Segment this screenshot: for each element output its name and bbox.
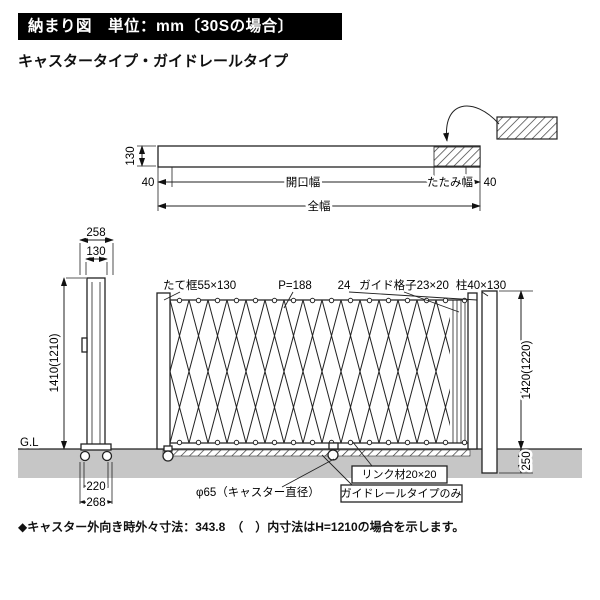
bottom-pivot-row [170,438,468,447]
dim-total-width: 全幅 [308,199,331,213]
dim-front-height: 1420(1220) [521,340,533,399]
plan-gate-bar [157,145,481,168]
plan-folded-detail-box [496,116,558,140]
plan-view: 130 40 開口幅 たたみ幅 40 全幅 [123,105,558,216]
accordion-lattice [170,300,468,443]
label-post: 柱40×130 [456,278,506,292]
dim-bar-height: 130 [125,146,137,165]
fold-reference-arc-arrow [442,105,500,142]
dim-side-height: 1410(1210) [49,333,61,392]
label-caster-diameter: φ65（キャスター直径） [196,485,320,499]
label-guide-rail-only: ガイドレールタイプのみ [341,487,462,500]
dim-left-margin: 40 [142,177,155,189]
side-post [86,277,106,450]
label-guide-grid: ガイド格子23×20 [359,278,449,292]
top-pivot-row [170,296,468,305]
dim-opening-width: 開口幅 [286,176,321,189]
support-post [481,290,498,474]
side-caster-wheel-left [79,450,91,462]
label-pitch: P=188 [278,280,312,292]
dim-fold-width: たたみ幅 [427,176,473,189]
caster-mount-mid [328,442,339,450]
label-vertical-frame: たて框55×130 [163,278,236,292]
label-gap: 24 [338,280,351,292]
guide-rail-callout-box [340,484,463,503]
page-title: 納まり図 単位：mm〔30Sの場合〕 [28,18,294,35]
dim-depth-total: 258 [86,227,105,239]
dim-right-margin: 40 [484,177,497,189]
guide-rail [162,449,471,457]
type-subtitle: キャスタータイプ・ガイドレールタイプ [18,53,289,70]
label-link-material: リンク材20×20 [362,467,437,481]
dim-base-outer: 268 [86,497,105,509]
side-post-bracket [81,337,88,353]
guide-grid-zone [450,300,468,443]
dim-post-embed: 250 [521,451,533,470]
plan-folded-area [433,146,481,167]
caster-wheel-front-left [162,450,174,462]
title-bar: 納まり図 単位：mm〔30Sの場合〕 [18,13,342,40]
caster-mount-left [163,445,173,452]
caster-wheel-front-mid [327,449,339,461]
gate-rear-frame [467,292,478,450]
front-view: たて框55×130 P=188 24 ガイド格子23×20 柱40×130 14… [156,278,536,503]
side-post-base [80,443,112,451]
gate-front-frame [156,292,171,450]
footnote: ◆キャスター外向き時外々寸法：343.8 （ ）内寸法はH=1210の場合を示し… [18,520,465,534]
side-view: 258 130 1410(1210) G.L 220 268 [18,225,114,512]
side-caster-wheel-right [101,450,113,462]
dim-depth-post: 130 [86,246,105,258]
link-material-callout-box [351,465,448,484]
ground-level-label: G.L [20,437,39,449]
dim-base-inner: 220 [86,481,105,493]
